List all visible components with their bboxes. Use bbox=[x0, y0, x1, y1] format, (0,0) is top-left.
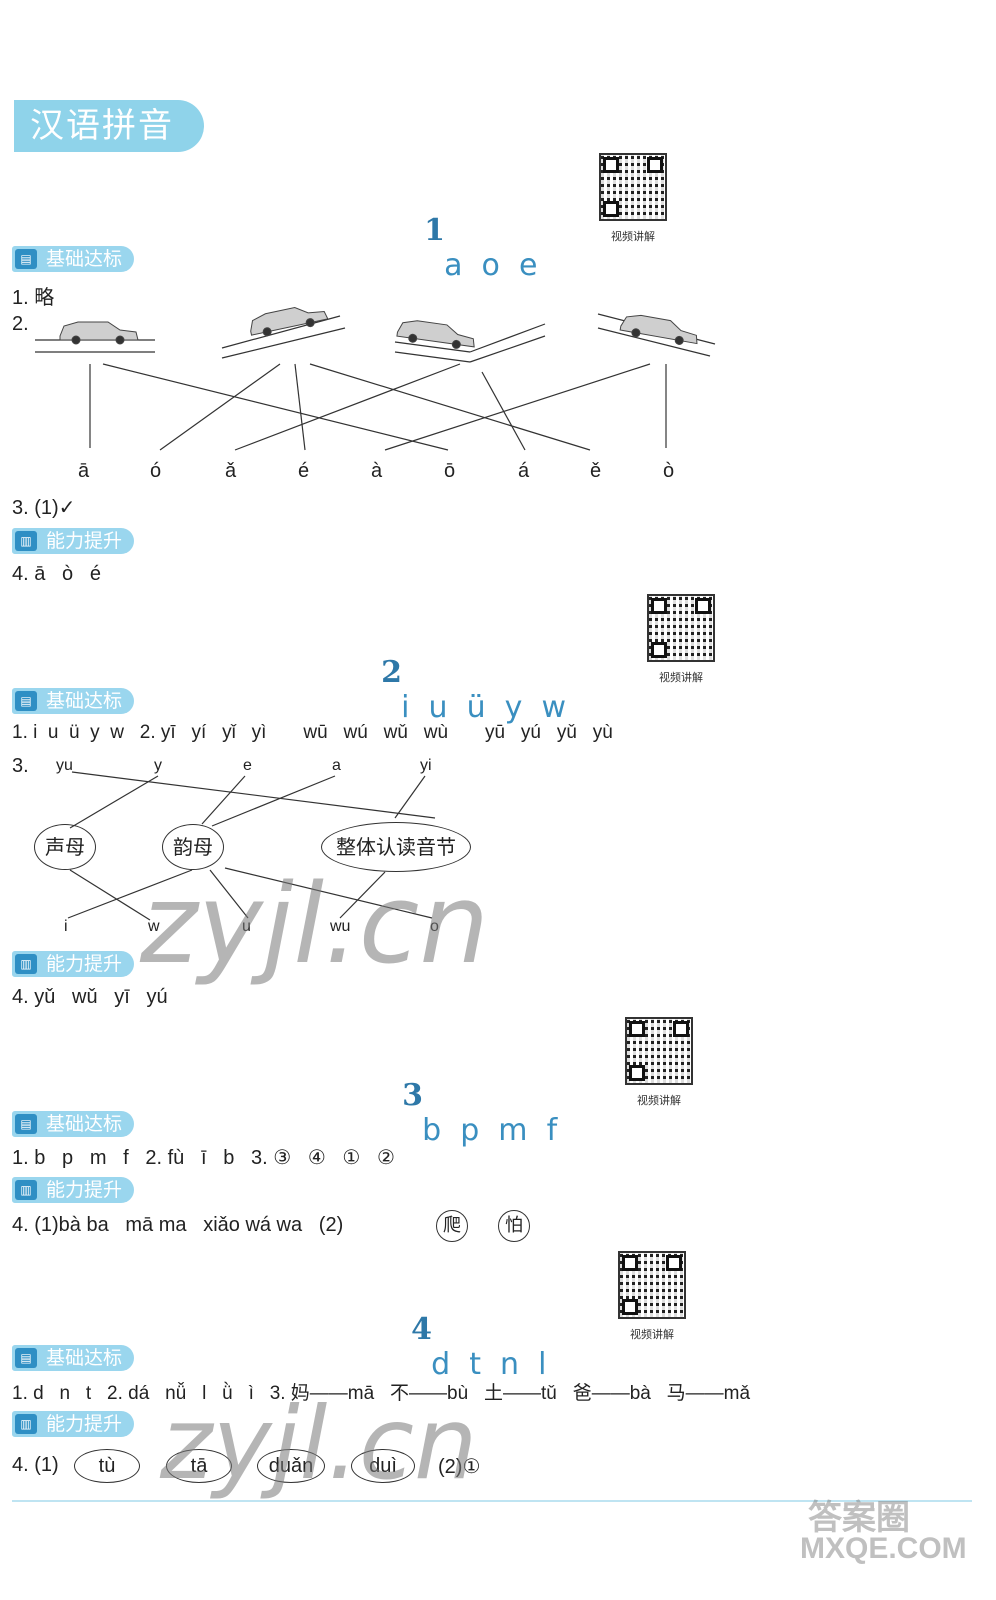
tone-a4: à bbox=[371, 460, 383, 482]
document-icon: ▤ bbox=[15, 691, 37, 711]
tag-label: 能力提升 bbox=[46, 1413, 123, 1435]
bottom-item: wu bbox=[330, 918, 351, 935]
lesson-2-title: 2 i u ü y w bbox=[362, 620, 566, 725]
tag-label: 基础达标 bbox=[46, 1347, 123, 1369]
classification-lines bbox=[67, 771, 436, 921]
watermark: zyjl.cn bbox=[160, 1385, 478, 1502]
tag-label: 基础达标 bbox=[46, 1113, 123, 1135]
circled-char: 怕 bbox=[498, 1210, 530, 1242]
lesson-3-title: 3 b p m f bbox=[383, 1043, 557, 1148]
l3-q1-q3: 1. b p m f 2. fù ī b 3. ③ ④ ① ② bbox=[12, 1147, 395, 1169]
tag-advance: ▥ 能力提升 bbox=[12, 1411, 135, 1437]
car-matching-diagram bbox=[35, 306, 716, 451]
l3-q4: 4. (1)bà ba mā ma xiǎo wá wa (2) bbox=[12, 1214, 344, 1236]
l4-q4-part2: (2)① bbox=[438, 1456, 481, 1478]
qr-caption: 视频讲解 bbox=[611, 231, 655, 243]
footer-rule bbox=[12, 1500, 972, 1502]
l1-q1: 1. 略 bbox=[12, 287, 55, 309]
tone-o1: ō bbox=[444, 460, 456, 482]
tag-label: 基础达标 bbox=[46, 248, 123, 270]
watermark: zyjl.cn bbox=[140, 860, 490, 988]
book-icon: ▥ bbox=[15, 954, 37, 974]
bottom-item: o bbox=[430, 918, 439, 935]
bottom-item: u bbox=[242, 918, 251, 935]
answer-oval: tù bbox=[74, 1449, 140, 1483]
corner-watermark-url: MXQE.COM bbox=[800, 1532, 967, 1565]
lesson-number: 3 bbox=[402, 1078, 423, 1113]
answer-oval: tā bbox=[166, 1449, 232, 1483]
tone-a3: ǎ bbox=[225, 460, 237, 482]
tag-basic: ▤ 基础达标 bbox=[12, 246, 135, 272]
tone-e2: é bbox=[298, 460, 310, 482]
l1-q3: 3. (1)✓ bbox=[12, 497, 76, 519]
tag-label: 能力提升 bbox=[46, 530, 123, 552]
l4-q4: 4. (1) bbox=[12, 1454, 59, 1476]
lesson-letters: a o e bbox=[444, 248, 538, 283]
document-icon: ▤ bbox=[15, 1348, 37, 1368]
tone-a2: á bbox=[518, 460, 530, 482]
category-whole-syllable: 整体认读音节 bbox=[321, 822, 471, 872]
lesson-1-title: 1 a o e bbox=[405, 178, 537, 283]
l1-q2-label: 2. bbox=[12, 313, 29, 335]
qr-code-icon[interactable] bbox=[625, 1017, 693, 1085]
qr-caption: 视频讲解 bbox=[637, 1095, 681, 1107]
bottom-item: w bbox=[148, 918, 160, 935]
book-icon: ▥ bbox=[15, 1414, 37, 1434]
top-item: yu bbox=[56, 757, 73, 774]
tone-a1: ā bbox=[78, 460, 90, 482]
l4-q1-q3: 1. d n t 2. dá nǚ l ǜ ì 3. 妈——mā 不——bù 土… bbox=[12, 1383, 751, 1404]
book-icon: ▥ bbox=[15, 531, 37, 551]
qr-code-icon[interactable] bbox=[618, 1251, 686, 1319]
answer-oval: duǎn bbox=[257, 1449, 325, 1483]
category-final: 韵母 bbox=[162, 824, 224, 870]
corner-watermark: 答案圈 bbox=[808, 1499, 910, 1537]
l1-q4: 4. ā ò é bbox=[12, 563, 101, 585]
circled-char: 爬 bbox=[436, 1210, 468, 1242]
tone-e3: ě bbox=[590, 460, 602, 482]
document-icon: ▤ bbox=[15, 249, 37, 269]
book-icon: ▥ bbox=[15, 1180, 37, 1200]
l2-q1-q2: 1. i u ü y w 2. yī yí yǐ yì wū wú wǔ wù … bbox=[12, 722, 613, 743]
car-icon bbox=[59, 306, 698, 349]
tag-label: 基础达标 bbox=[46, 690, 123, 712]
tag-basic: ▤ 基础达标 bbox=[12, 688, 135, 714]
lesson-number: 2 bbox=[381, 655, 402, 690]
lesson-letters: d t n l bbox=[431, 1347, 547, 1382]
qr-code-icon[interactable] bbox=[647, 594, 715, 662]
tone-o2: ó bbox=[150, 460, 162, 482]
answer-oval: duì bbox=[351, 1449, 415, 1483]
tone-o4: ò bbox=[663, 460, 675, 482]
lesson-letters: i u ü y w bbox=[401, 690, 567, 725]
bottom-item: i bbox=[64, 918, 68, 935]
document-icon: ▤ bbox=[15, 1114, 37, 1134]
l2-q3-label: 3. bbox=[12, 755, 29, 777]
top-item: yi bbox=[420, 757, 432, 774]
top-item: y bbox=[154, 757, 162, 774]
lesson-letters: b p m f bbox=[422, 1113, 558, 1148]
tag-label: 能力提升 bbox=[46, 953, 123, 975]
top-item: e bbox=[243, 757, 252, 774]
tag-basic: ▤ 基础达标 bbox=[12, 1345, 135, 1371]
tag-label: 能力提升 bbox=[46, 1179, 123, 1201]
tag-advance: ▥ 能力提升 bbox=[12, 1177, 135, 1203]
tag-basic: ▤ 基础达标 bbox=[12, 1111, 135, 1137]
lesson-number: 1 bbox=[424, 213, 445, 248]
tag-advance: ▥ 能力提升 bbox=[12, 528, 135, 554]
category-initial: 声母 bbox=[34, 824, 96, 870]
top-item: a bbox=[332, 757, 341, 774]
qr-caption: 视频讲解 bbox=[630, 1329, 674, 1341]
l2-q4: 4. yǔ wǔ yī yú bbox=[12, 986, 168, 1008]
section-banner: 汉语拼音 bbox=[14, 100, 204, 152]
lesson-number: 4 bbox=[411, 1312, 432, 1347]
qr-code-icon[interactable] bbox=[599, 153, 667, 221]
qr-caption: 视频讲解 bbox=[659, 672, 703, 684]
lesson-4-title: 4 d t n l bbox=[392, 1277, 546, 1382]
tag-advance: ▥ 能力提升 bbox=[12, 951, 135, 977]
